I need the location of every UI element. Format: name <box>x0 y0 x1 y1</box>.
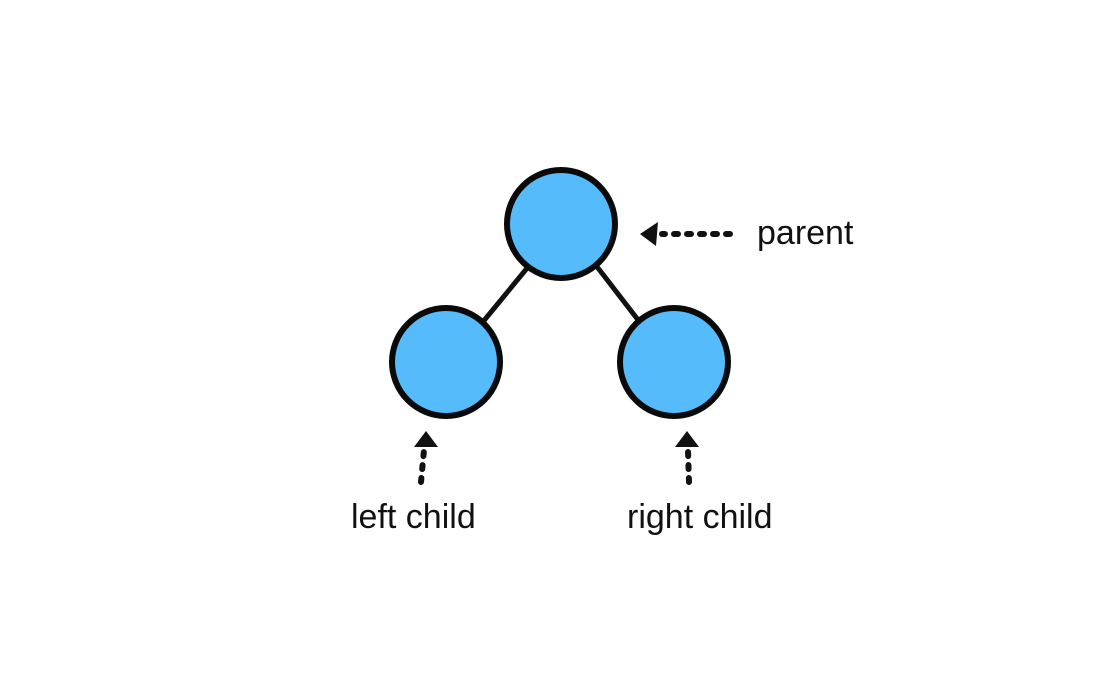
right-child-label: right child <box>627 498 773 536</box>
parent-node <box>504 167 618 281</box>
right-child-node <box>617 305 731 419</box>
right-child-arrow-head <box>675 431 699 447</box>
left-child-node <box>389 305 503 419</box>
right-child-arrow-dots <box>685 447 692 485</box>
parent-arrow-head <box>640 222 658 246</box>
tree-edges <box>479 264 645 328</box>
left-child-arrow-head <box>414 431 438 447</box>
left-child-arrow-dots <box>418 447 427 485</box>
parent-label: parent <box>757 214 854 252</box>
right-child-arrow <box>675 431 699 485</box>
tree-nodes <box>389 167 731 419</box>
left-child-arrow <box>414 431 438 485</box>
left-child-label: left child <box>351 498 476 536</box>
parent-arrow <box>640 222 733 246</box>
edge-parent-to-right-child <box>595 265 645 328</box>
edge-parent-to-left-child <box>479 264 531 326</box>
